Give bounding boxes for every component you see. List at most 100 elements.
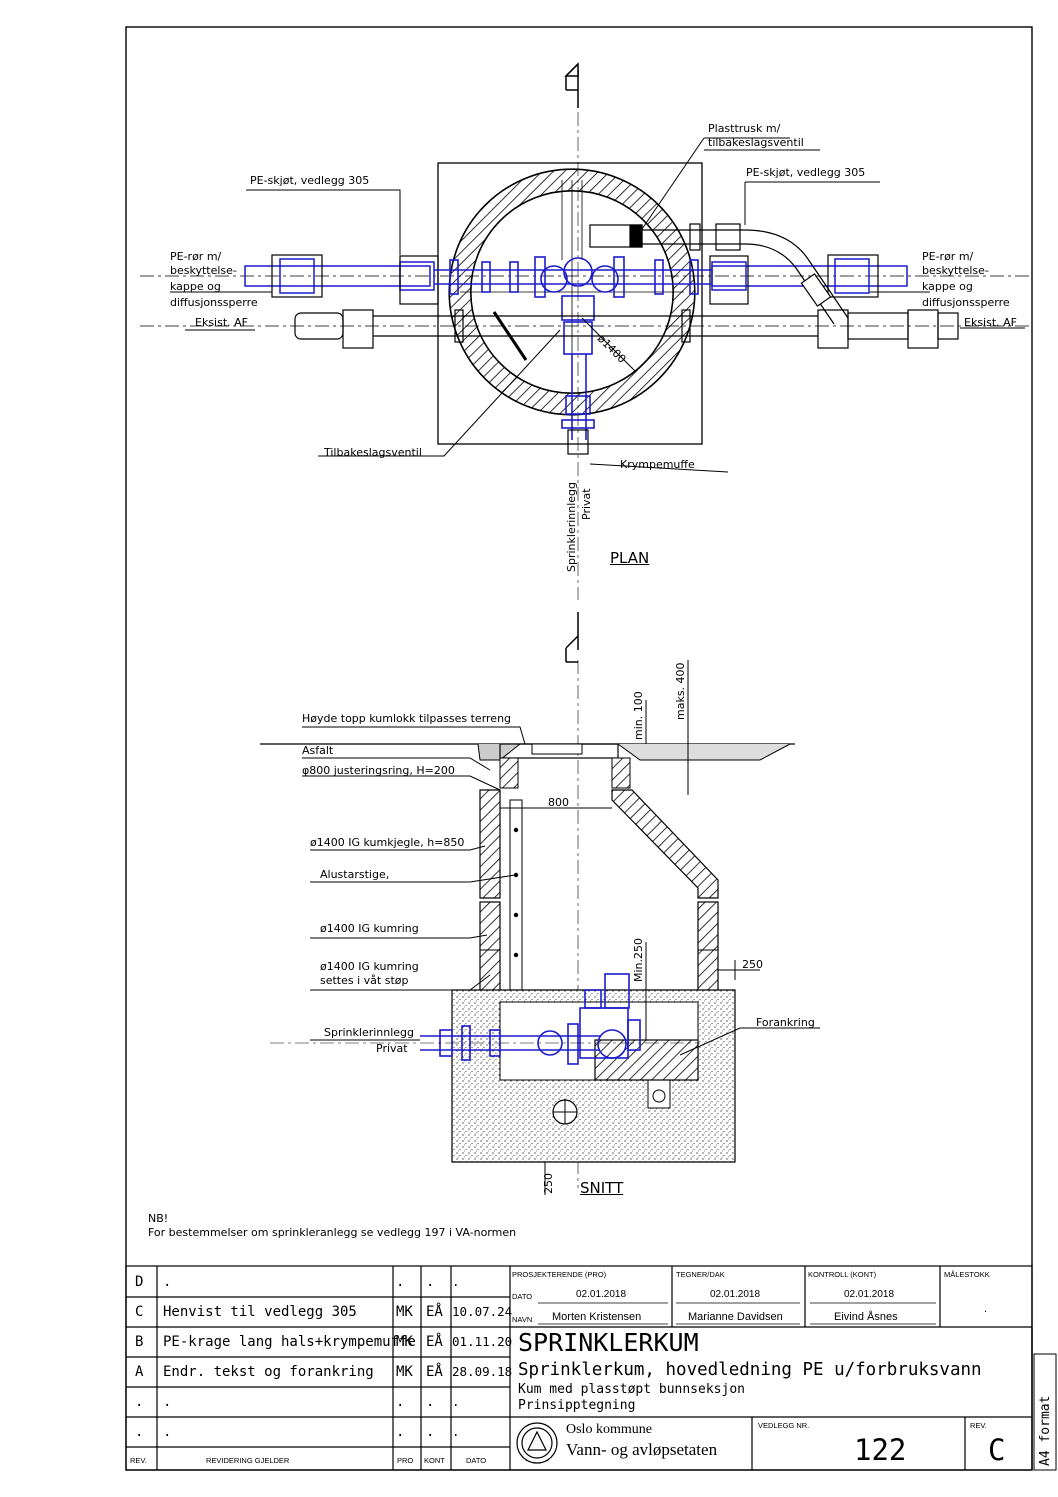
label-alustarstige: Alustarstige, <box>320 868 390 881</box>
inner-pipeline <box>434 256 712 440</box>
existing-af-pipe <box>294 309 959 349</box>
rev-header-kont: KONT <box>424 1456 445 1465</box>
tegner-navn: Marianne Davidsen <box>688 1311 783 1323</box>
revision-pro: MK <box>396 1364 413 1380</box>
revision-rev: A <box>135 1364 144 1380</box>
tegner-dato: 02.01.2018 <box>710 1289 761 1300</box>
label-pe-ror-right-1: PE-rør m/ <box>922 250 974 263</box>
plan-view <box>140 62 1030 600</box>
label-pe-skjot-right: PE-skjøt, vedlegg 305 <box>746 166 866 179</box>
label-eksist-af-right: Eksist. AF <box>964 316 1017 329</box>
label-pe-ror-left-3: kappe og <box>170 280 221 293</box>
label-eksist-af-left: Eksist. AF <box>195 316 248 329</box>
rev-header-dato: DATO <box>466 1456 487 1465</box>
label-sprinklerinnlegg-section: Sprinklerinnlegg <box>324 1026 415 1039</box>
oslo-logo <box>516 1422 558 1464</box>
rev-header-text: REVIDERING GJELDER <box>206 1456 290 1465</box>
format-label: A4 format <box>1038 1395 1053 1466</box>
dim-min250: Min.250 <box>632 937 645 982</box>
revision-text: . <box>163 1394 172 1410</box>
revision-kont: . <box>426 1274 435 1290</box>
revision-rev: B <box>135 1334 144 1350</box>
revision-dato: 28.09.18 <box>452 1364 513 1379</box>
dim-maks400: maks. 400 <box>674 662 687 720</box>
revision-kont: . <box>426 1424 435 1440</box>
section-title: SNITT <box>580 1179 624 1197</box>
org-name-1: Oslo kommune <box>566 1422 652 1437</box>
revision-text: Endr. tekst og forankring <box>163 1364 374 1380</box>
revision-dato: . <box>452 1274 460 1289</box>
drawing-desc-1: Kum med plasstøpt bunnseksjon <box>518 1382 745 1397</box>
label-tilbakeslagsventil: Tilbakeslagsventil <box>324 446 422 459</box>
revision-pro: MK <box>396 1334 413 1350</box>
rev-header-rev: REV. <box>130 1456 147 1465</box>
label-hoyde-topp: Høyde topp kumlokk tilpasses terreng <box>302 712 512 725</box>
label-kumring-vat-1: ø1400 IG kumring <box>320 960 419 973</box>
revision-dato: . <box>452 1424 460 1439</box>
label-krympemuffe: Krympemuffe <box>620 458 695 471</box>
revision-pro: . <box>396 1424 405 1440</box>
dim-min100: min. 100 <box>632 691 645 740</box>
revision-text: Henvist til vedlegg 305 <box>163 1304 357 1320</box>
kontroll-dato: 02.01.2018 <box>844 1289 895 1300</box>
dato-label: DATO <box>512 1292 533 1301</box>
rev-header-pro: PRO <box>397 1456 414 1465</box>
label-pe-ror-left-1: PE-rør m/ <box>170 250 222 263</box>
label-pe-ror-right-4: diffusjonssperre <box>922 296 1010 309</box>
label-kumring: ø1400 IG kumring <box>320 922 419 935</box>
revision-dato: . <box>452 1394 460 1409</box>
revision-dato: 01.11.20 <box>452 1334 513 1349</box>
revision-text: PE-krage lang hals+krympemuffe <box>163 1334 416 1350</box>
label-plasttrusk-2: tilbakeslagsventil <box>708 136 804 149</box>
revision-dato: 10.07.24 <box>452 1304 513 1319</box>
drawing-title: SPRINKLERKUM <box>518 1328 699 1357</box>
malestokk-label: MÅLESTOKK <box>944 1270 990 1279</box>
revision-kont: . <box>426 1394 435 1410</box>
label-kumkjegle: ø1400 IG kumkjegle, h=850 <box>310 836 465 849</box>
tegner-label: TEGNER/DAK <box>676 1270 725 1279</box>
note-text: For bestemmelser om sprinkleranlegg se v… <box>148 1226 517 1239</box>
section-view <box>260 612 820 1195</box>
navn-label: NAVN <box>512 1315 533 1324</box>
label-privat-plan: Privat <box>580 488 593 520</box>
drawing-desc-2: Prinsipptegning <box>518 1398 636 1413</box>
org-name-2: Vann- og avløpsetaten <box>566 1440 718 1459</box>
label-plasttrusk-1: Plasttrusk m/ <box>708 122 781 135</box>
revision-text: . <box>163 1424 172 1440</box>
label-pe-ror-left-2: beskyttelse- <box>170 264 237 277</box>
pro-label: PROSJEKTERENDE (PRO) <box>512 1270 607 1279</box>
revision-rev: . <box>135 1394 144 1410</box>
label-pe-ror-right-3: kappe og <box>922 280 973 293</box>
label-sprinklerinnlegg-plan: Sprinklerinnlegg <box>565 481 578 572</box>
section-arrow-top <box>564 62 579 108</box>
dim-800: 800 <box>548 796 569 809</box>
label-justeringsring: φ800 justeringsring, H=200 <box>302 764 455 777</box>
vedlegg-label: VEDLEGG NR. <box>758 1421 810 1430</box>
label-pe-skjot-left: PE-skjøt, vedlegg 305 <box>250 174 370 187</box>
dim-250-bottom: 250 <box>542 1173 555 1194</box>
label-pe-ror-right-2: beskyttelse- <box>922 264 989 277</box>
plan-title: PLAN <box>610 549 650 567</box>
pro-navn: Morten Kristensen <box>552 1311 642 1323</box>
label-privat-section: Privat <box>376 1042 408 1055</box>
rev-label: REV. <box>970 1421 987 1430</box>
vedlegg-nr: 122 <box>854 1433 907 1467</box>
revision-kont: EÅ <box>426 1364 443 1380</box>
revision-pro: . <box>396 1274 405 1290</box>
label-asfalt: Asfalt <box>302 744 334 757</box>
revision-rev: D <box>135 1274 144 1290</box>
revision-pro: . <box>396 1394 405 1410</box>
title-block-lines <box>125 1265 1033 1471</box>
label-forankring: Forankring <box>756 1016 815 1029</box>
revision-rev: . <box>135 1424 144 1440</box>
drawing-subtitle: Sprinklerkum, hovedledning PE u/forbruks… <box>518 1360 982 1380</box>
revision-rev: C <box>135 1304 144 1320</box>
revision-kont: EÅ <box>426 1304 443 1320</box>
dim-250-right: 250 <box>742 958 763 971</box>
kontroll-navn: Eivind Åsnes <box>834 1311 898 1323</box>
revision-kont: EÅ <box>426 1334 443 1350</box>
revision-pro: MK <box>396 1304 413 1320</box>
note-nb: NB! <box>148 1212 169 1225</box>
rev-value: C <box>988 1433 1006 1467</box>
